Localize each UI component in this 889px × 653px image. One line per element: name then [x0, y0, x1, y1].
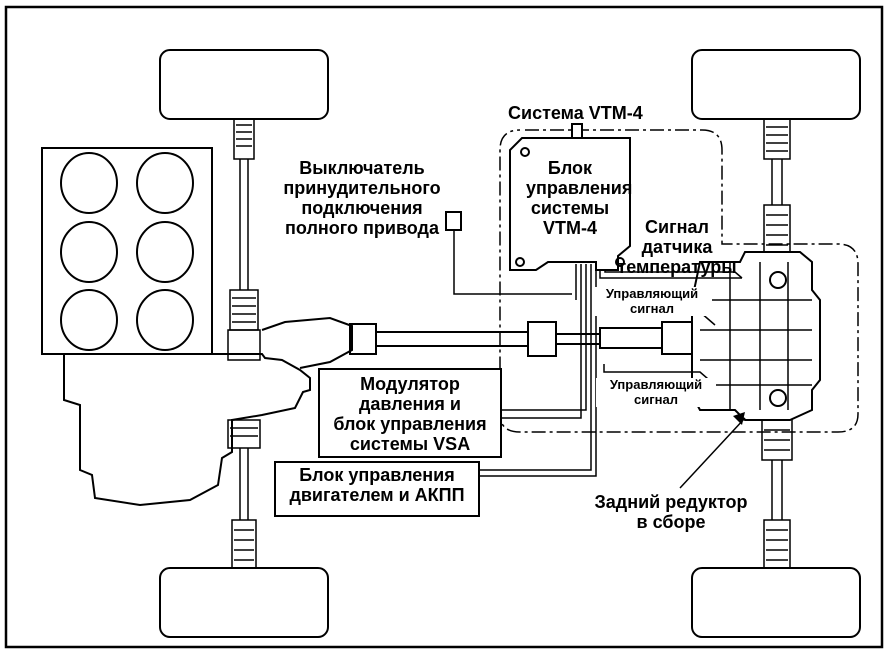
- cylinder-5: [60, 289, 118, 351]
- left-upper-axle: [227, 118, 261, 361]
- control-signal-label-upper: Управляющий сигнал: [592, 286, 712, 317]
- engine-at-ecu-box: Блок управления двигателем и АКПП: [274, 461, 480, 517]
- vtm4-ecu-unit: [509, 123, 631, 271]
- right-upper-axle: [763, 118, 791, 261]
- outer-frame: [4, 5, 884, 649]
- wiring-harness: [453, 228, 743, 477]
- engine-block: [41, 147, 213, 355]
- rear-right-wheel: [691, 567, 861, 638]
- rear-left-wheel: [159, 567, 329, 638]
- left-lower-axle: [227, 419, 261, 569]
- cylinder-2: [136, 152, 194, 214]
- pointer-arrowhead: [733, 412, 745, 425]
- transmission-housing: [63, 353, 311, 507]
- cylinder-6: [136, 289, 194, 351]
- rear-diff-pointer: [679, 417, 746, 489]
- awd-lock-switch-label: Выключатель принудительного подключения …: [283, 158, 441, 239]
- system-title: Система VTM-4: [508, 103, 643, 123]
- 4wd-lock-switch: [445, 211, 462, 231]
- cylinder-1: [60, 152, 118, 214]
- front-left-wheel: [159, 49, 329, 120]
- cylinder-4: [136, 221, 194, 283]
- propeller-shaft: [349, 321, 693, 357]
- rear-differential: [691, 251, 821, 421]
- control-signal-label-lower: Управляющий сигнал: [596, 377, 716, 408]
- cylinder-3: [60, 221, 118, 283]
- vtm4-ecu-label: Блок управления системы VTM-4: [526, 158, 633, 239]
- vsa-modulator-box: Модулятор давления и блок управления сис…: [318, 368, 502, 458]
- rear-diff-label: Задний редуктор в сборе: [594, 492, 748, 533]
- temperature-signal-label: Сигнал датчика температуры: [617, 217, 737, 278]
- front-right-wheel: [691, 49, 861, 120]
- right-lower-axle: [761, 409, 793, 569]
- transfer-case: [261, 316, 353, 369]
- vtm4-system-boundary: [499, 129, 859, 433]
